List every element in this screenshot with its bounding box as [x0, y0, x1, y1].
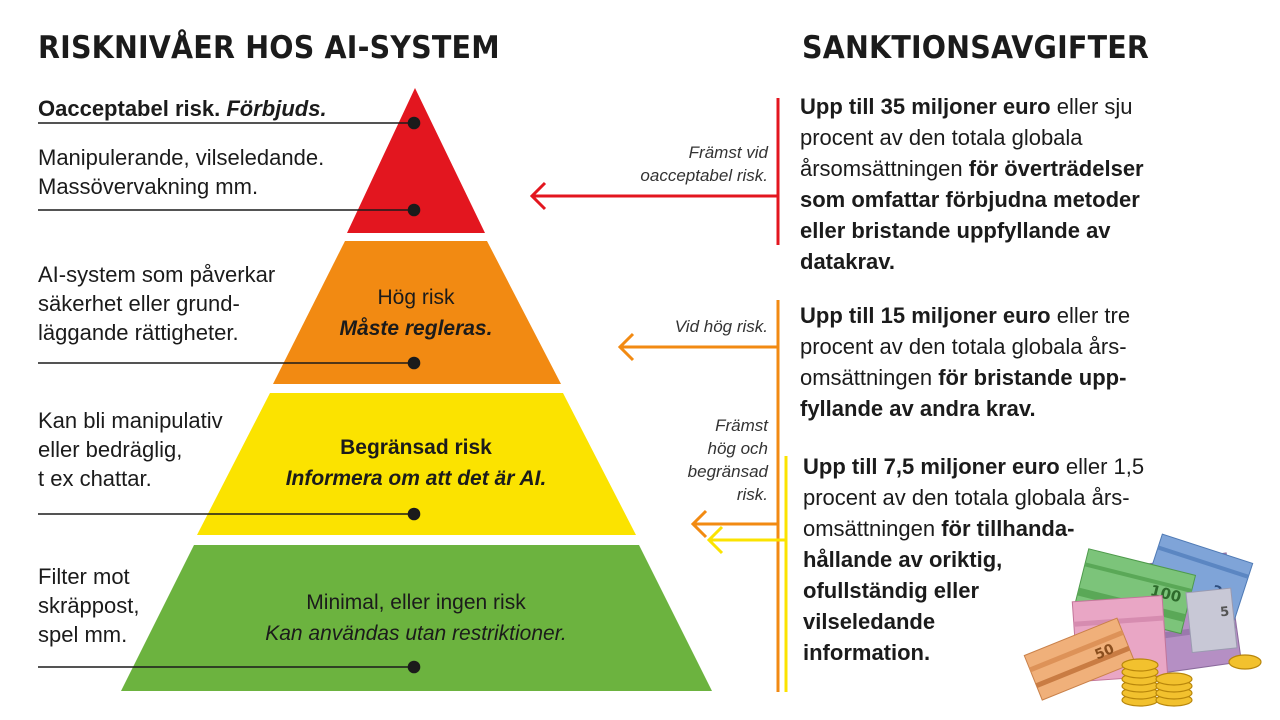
penalty-line: Upp till 35 miljoner euro eller sju: [800, 91, 1144, 122]
penalty-text: eller 1,5: [1059, 454, 1145, 479]
limited-risk-tier-label: Begränsad risk Informera om att det är A…: [216, 432, 616, 494]
annotation-high-limited: Främst hög och begränsad risk.: [688, 414, 768, 506]
tier-unacceptable: [347, 88, 485, 233]
penalty-line: fyllande av andra krav.: [800, 393, 1130, 424]
unacceptable-risk-label: Oacceptabel risk.: [38, 96, 221, 121]
penalty-text: procent av den totala globala års-: [803, 485, 1130, 510]
left-heading: RISKNIVÅER HOS AI-SYSTEM: [38, 30, 500, 66]
tier-rule: Kan användas utan restriktioner.: [265, 622, 567, 645]
minimal-risk-description: Filter mot skräppost, spel mm.: [38, 562, 140, 649]
unacceptable-risk-rule: Förbjuds.: [226, 96, 327, 121]
description-line: skräppost,: [38, 593, 140, 618]
penalty-text: omsättningen: [800, 365, 939, 390]
penalty-line: eller bristande uppfyllande av: [800, 215, 1144, 246]
penalty-text: årsomsättningen: [800, 156, 969, 181]
penalty-bold-text: ofullständig eller: [803, 578, 980, 603]
tier-rule: Måste regleras.: [339, 317, 493, 340]
penalty-bold-text: för överträdelser: [968, 156, 1144, 181]
description-line: säkerhet eller grund-: [38, 291, 240, 316]
annotation-line: begränsad: [687, 462, 768, 481]
penalty-bold-text: vilseledande: [803, 609, 936, 634]
penalty-line: årsomsättningen för överträdelser: [800, 153, 1144, 184]
limited-risk-description: Kan bli manipulativ eller bedräglig, t e…: [38, 406, 223, 493]
tier-name: Minimal, eller ingen risk: [306, 591, 526, 614]
penalty-bold-text: Upp till 15 miljoner euro: [800, 303, 1051, 328]
penalty-line: som omfattar förbjudna metoder: [800, 184, 1144, 215]
description-line: läggande rättigheter.: [38, 320, 239, 345]
penalty-line: information.: [803, 637, 1144, 668]
tier-high: [273, 241, 561, 384]
penalty-bold-text: information.: [803, 640, 931, 665]
penalty-bold-text: eller bristande uppfyllande av: [800, 218, 1111, 243]
penalty-bold-text: hållande av oriktig,: [803, 547, 1003, 572]
penalty-line: hållande av oriktig,: [803, 544, 1144, 575]
high-risk-tier-label: Hög risk Måste regleras.: [266, 282, 566, 344]
penalty-bold-text: för bristande upp-: [938, 365, 1127, 390]
penalty-line: Upp till 7,5 miljoner euro eller 1,5: [803, 451, 1144, 482]
red-arrow: [529, 98, 780, 245]
note-label-50: 50: [1093, 641, 1117, 663]
penalty-line: procent av den totala globala: [800, 122, 1144, 153]
note-label-5: 5: [1219, 604, 1230, 620]
description-line: Manipulerande, vilseledande.: [38, 145, 325, 170]
penalty-line: ofullständig eller: [803, 575, 1144, 606]
penalty-line: vilseledande: [803, 606, 1144, 637]
penalty-text: eller sju: [1050, 94, 1133, 119]
annotation-line: Främst vid: [688, 143, 768, 162]
high-risk-description: AI-system som påverkar säkerhet eller gr…: [38, 260, 275, 347]
penalty-line: procent av den totala globala års-: [803, 482, 1144, 513]
unacceptable-risk-title: Oacceptabel risk. Förbjuds.: [38, 94, 327, 123]
description-line: Massövervakning mm.: [38, 174, 259, 199]
annotation-line: Vid hög risk.: [674, 317, 768, 336]
minimal-risk-tier-label: Minimal, eller ingen risk Kan användas u…: [216, 587, 616, 649]
penalty-text: eller tre: [1050, 303, 1131, 328]
penalty-bold-text: Upp till 35 miljoner euro: [800, 94, 1051, 119]
tier-minimal: [121, 545, 712, 691]
annotation-line: Främst: [715, 416, 768, 435]
penalty-line: omsättningen för bristande upp-: [800, 362, 1130, 393]
penalty-text: procent av den totala globala: [800, 125, 1083, 150]
penalty-bold-text: datakrav.: [800, 249, 895, 274]
tier-limited: [197, 393, 636, 535]
penalty-text: procent av den totala globala års-: [800, 334, 1127, 359]
orange-arrow: [617, 300, 780, 692]
penalty-line: procent av den totala globala års-: [800, 331, 1130, 362]
description-line: AI-system som påverkar: [38, 262, 276, 287]
description-line: Kan bli manipulativ: [38, 408, 223, 433]
annotation-unacceptable: Främst vid oacceptabel risk.: [640, 141, 768, 187]
tier-rule: Informera om att det är AI.: [285, 467, 547, 490]
description-line: spel mm.: [38, 622, 128, 647]
tier-name: Hög risk: [377, 286, 455, 309]
euro-banknotes-and-coins-icon: 20 100 50 5: [1023, 533, 1262, 707]
description-line: Filter mot: [38, 564, 130, 589]
penalty-line: omsättningen för tillhanda-: [803, 513, 1144, 544]
penalty-line: Upp till 15 miljoner euro eller tre: [800, 300, 1130, 331]
yellow-arrow: [706, 456, 788, 692]
penalty-bold-text: fyllande av andra krav.: [800, 396, 1036, 421]
right-heading: SANKTIONSAVGIFTER: [802, 30, 1150, 66]
description-line: eller bedräglig,: [38, 437, 183, 462]
penalty-line: datakrav.: [800, 246, 1144, 277]
annotation-line: oacceptabel risk.: [640, 166, 768, 185]
penalty-bold-text: för tillhanda-: [941, 516, 1075, 541]
penalty-bold-text: Upp till 7,5 miljoner euro: [803, 454, 1060, 479]
leader-lines: [38, 116, 421, 674]
penalty-bold-text: som omfattar förbjudna metoder: [800, 187, 1140, 212]
annotation-line: risk.: [736, 485, 768, 504]
description-line: t ex chattar.: [38, 466, 152, 491]
penalty-unacceptable: Upp till 35 miljoner euro eller sju proce…: [800, 91, 1144, 277]
annotation-line: hög och: [707, 439, 769, 458]
penalty-text: omsättningen: [803, 516, 942, 541]
unacceptable-description: Manipulerande, vilseledande. Massövervak…: [38, 143, 324, 201]
penalty-high: Upp till 15 miljoner euro eller tre proce…: [800, 300, 1130, 424]
annotation-high: Vid hög risk.: [675, 315, 768, 338]
tier-name: Begränsad risk: [340, 436, 492, 459]
penalty-misleading-information: Upp till 7,5 miljoner euro eller 1,5 proc…: [803, 451, 1144, 668]
